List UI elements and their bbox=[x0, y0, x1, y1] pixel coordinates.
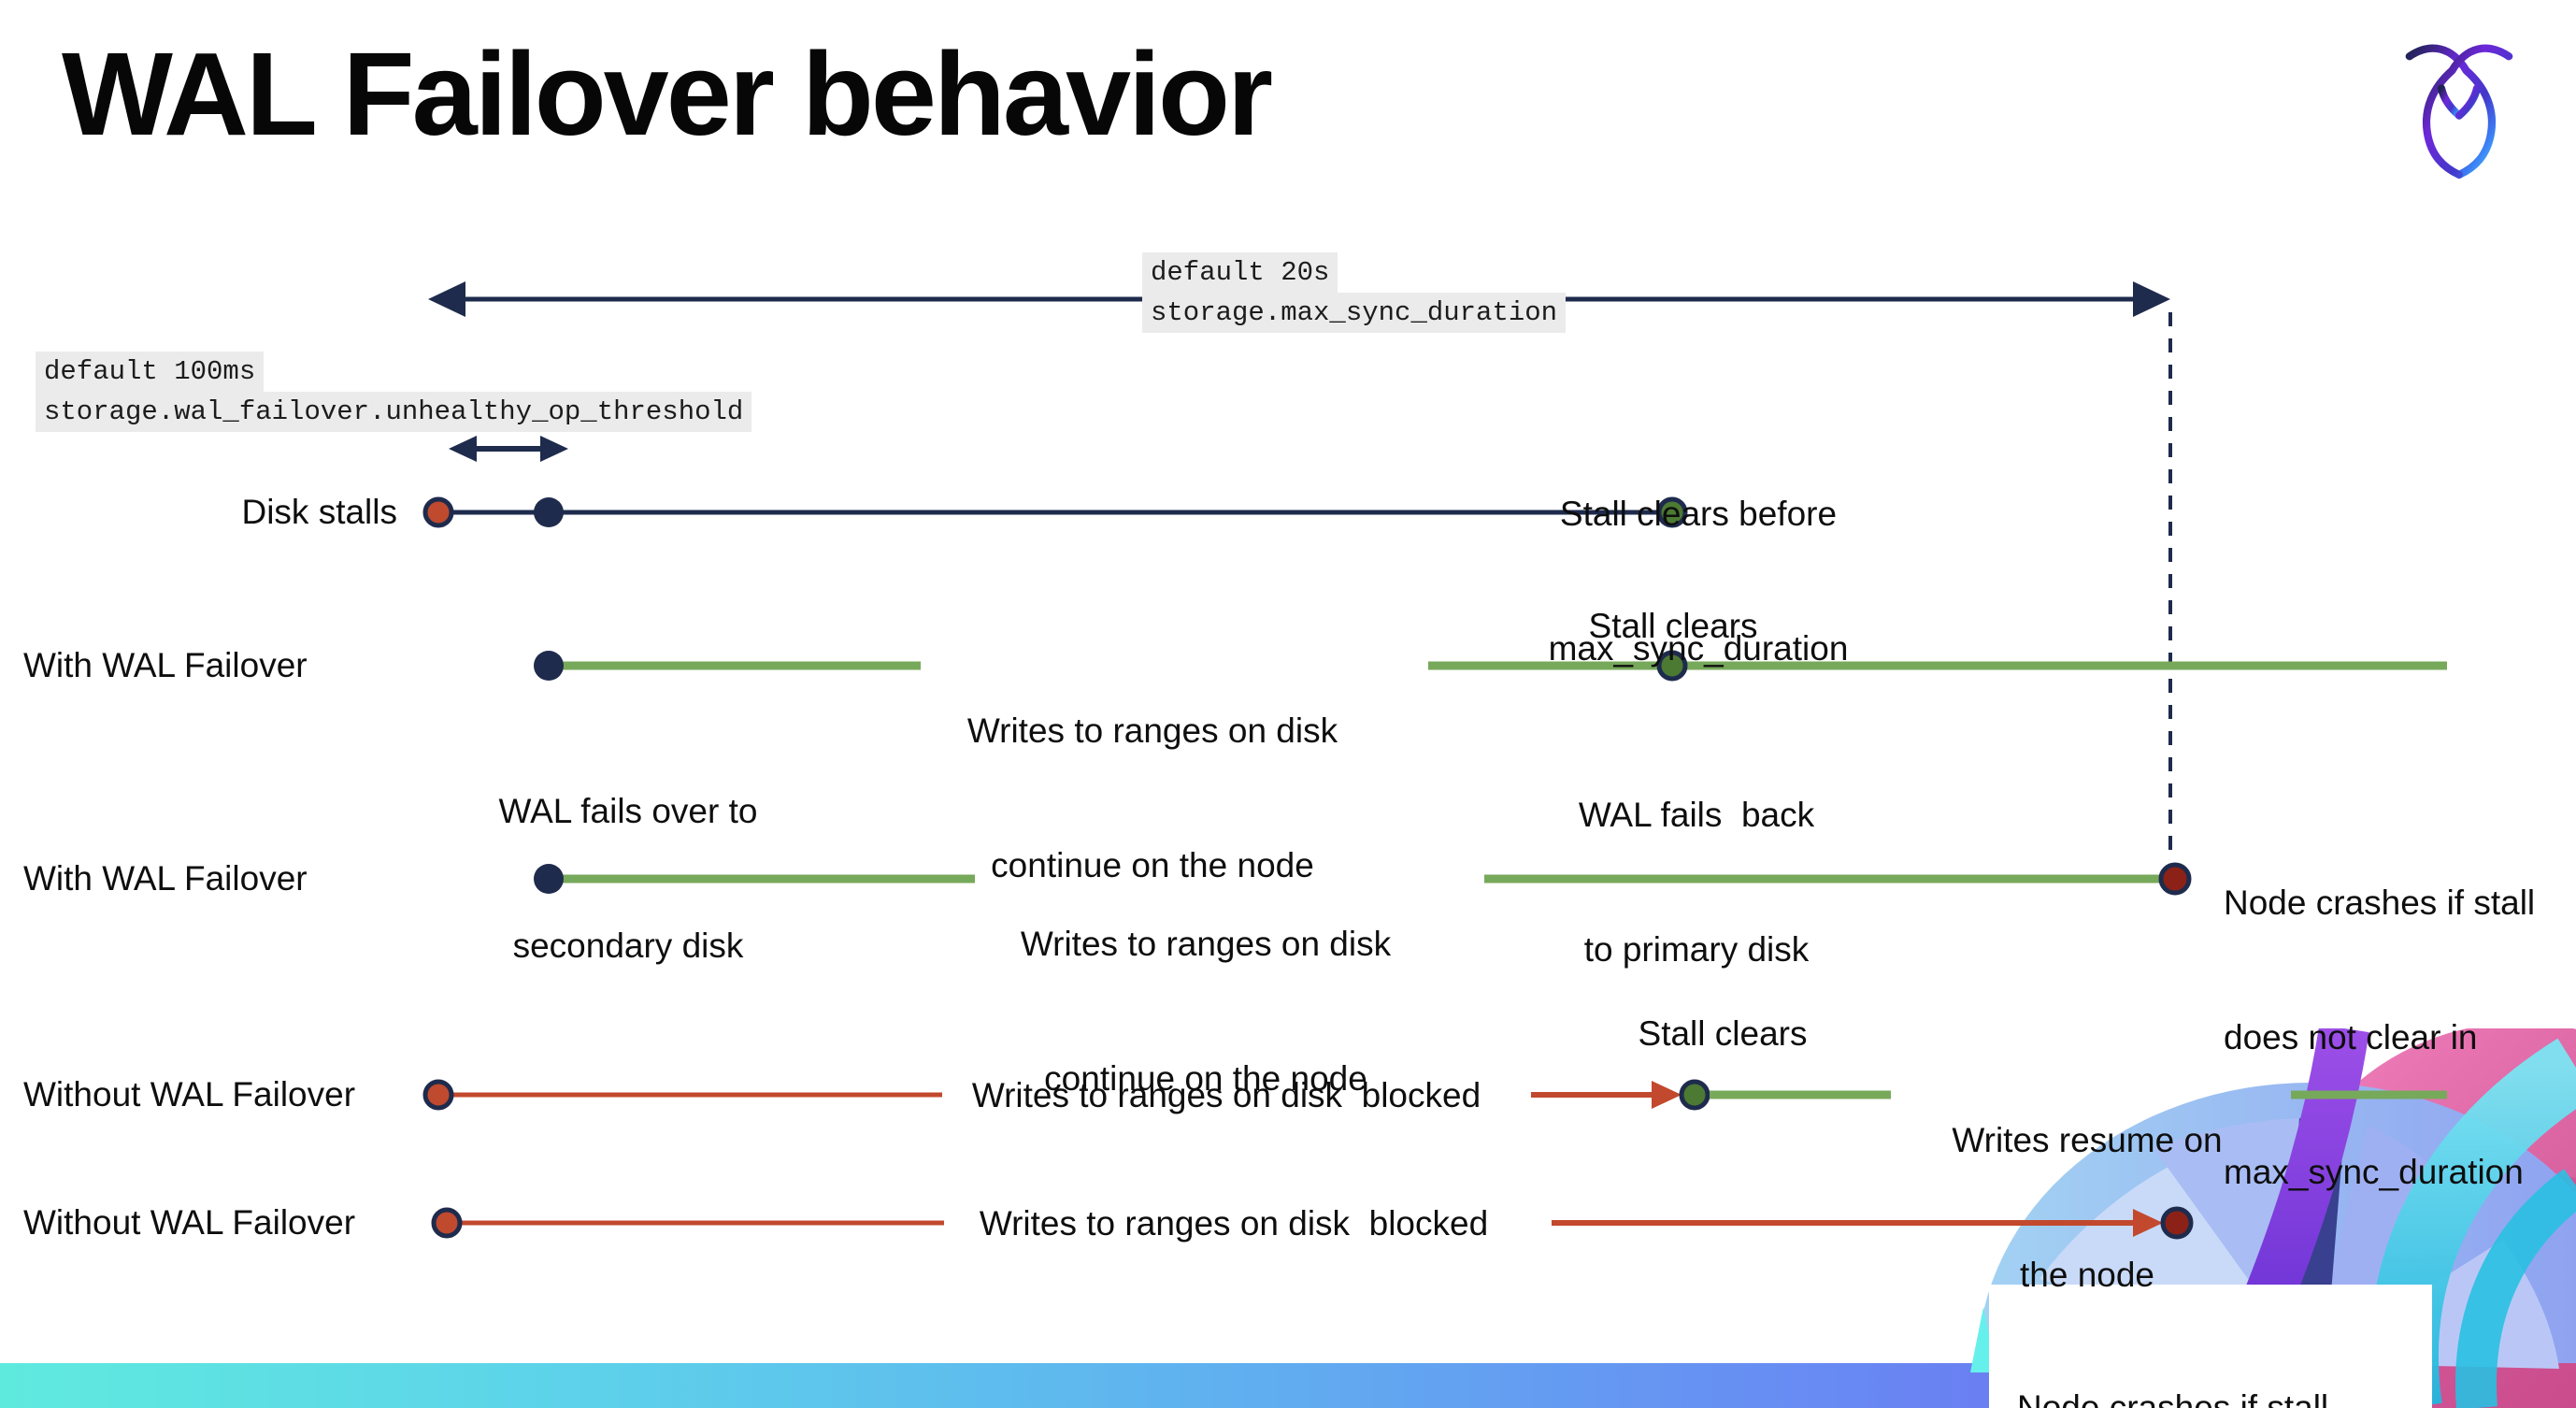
annotation-node-crashes-row5: Node crashes if stall does not clear in … bbox=[2017, 1296, 2410, 1408]
annotation-line: continue on the node bbox=[1044, 1059, 1367, 1098]
row4-stall-clears-dot bbox=[1679, 1079, 1710, 1111]
annotation-line: continue on the node bbox=[991, 846, 1314, 884]
config-setting-name: storage.max_sync_duration bbox=[1142, 293, 1567, 333]
row2-stall-clears-dot bbox=[1656, 650, 1688, 682]
config-default-value: default 20s bbox=[1142, 252, 1338, 293]
arrowhead-left-icon bbox=[449, 436, 477, 462]
arrowhead-right-icon bbox=[2133, 1209, 2163, 1237]
artwork-cyan-arc bbox=[2455, 1169, 2576, 1408]
arrowhead-right-icon bbox=[2133, 281, 2170, 317]
row1-threshold-dot bbox=[534, 497, 564, 527]
annotation-line: Node crashes if stall bbox=[2017, 1388, 2329, 1408]
row1-stall-start-dot bbox=[422, 496, 454, 528]
annotation-writes-continue-row3: Writes to ranges on disk continue on the… bbox=[1000, 832, 1411, 1191]
annotation-line: Stall clears before bbox=[1559, 495, 1838, 533]
annotation-line: Writes to ranges on disk bbox=[1020, 925, 1392, 963]
annotation-wal-fails-over: WAL fails over to secondary disk bbox=[422, 699, 834, 1058]
row3-failover-dot bbox=[534, 864, 564, 894]
annotation-stall-clears-row2: Stall clears bbox=[1588, 607, 1758, 645]
config-label-unhealthy-op-threshold: default 100ms storage.wal_failover.unhea… bbox=[36, 352, 752, 432]
config-default-value: default 100ms bbox=[36, 352, 265, 392]
row-label-without-wal-failover-1: Without WAL Failover bbox=[23, 1075, 356, 1113]
annotation-writes-blocked-row4: Writes to ranges on disk blocked bbox=[971, 1076, 1481, 1114]
config-label-max-sync-duration: default 20s storage.max_sync_duration bbox=[1142, 252, 1567, 333]
annotation-line: WAL fails over to bbox=[498, 792, 758, 830]
annotation-writes-blocked-row5: Writes to ranges on disk blocked bbox=[979, 1204, 1489, 1243]
annotation-line: the node bbox=[2019, 1256, 2155, 1294]
row3-node-crash-dot bbox=[2158, 862, 2192, 896]
annotation-line: max_sync_duration bbox=[1548, 629, 1849, 668]
row-label-with-wal-failover-2: With WAL Failover bbox=[23, 859, 308, 898]
row-label-with-wal-failover-1: With WAL Failover bbox=[23, 646, 308, 684]
annotation-line: WAL fails back bbox=[1578, 796, 1815, 834]
row2-failover-dot bbox=[534, 651, 564, 681]
annotation-line: does not clear in bbox=[2224, 1018, 2478, 1056]
annotation-line: Writes resume on bbox=[1952, 1121, 2223, 1159]
annotation-wal-fails-back: WAL fails back to primary disk bbox=[1510, 703, 1883, 1062]
row1-stall-clears-dot bbox=[1656, 496, 1688, 528]
arrowhead-right-icon bbox=[540, 436, 568, 462]
row5-stall-start-dot bbox=[431, 1207, 463, 1239]
row5-node-crash-dot bbox=[2160, 1206, 2194, 1240]
annotation-stall-clears-row4: Stall clears bbox=[1638, 1014, 1808, 1053]
callout-box bbox=[1989, 1285, 2432, 1408]
annotation-node-crashes-row3: Node crashes if stall does not clear in … bbox=[2224, 791, 2576, 1285]
annotation-line: max_sync_duration bbox=[2224, 1153, 2524, 1191]
page-title: WAL Failover behavior bbox=[62, 28, 1273, 160]
cockroachdb-logo-icon bbox=[2405, 44, 2513, 180]
annotation-line: to primary disk bbox=[1583, 930, 1810, 969]
annotation-line: secondary disk bbox=[512, 927, 744, 965]
annotation-line: Node crashes if stall bbox=[2224, 884, 2536, 922]
annotation-stall-clears-before: Stall clears before max_sync_duration bbox=[1493, 402, 1904, 761]
row-label-disk-stalls: Disk stalls bbox=[241, 493, 397, 531]
row4-stall-start-dot bbox=[422, 1079, 454, 1111]
config-setting-name: storage.wal_failover.unhealthy_op_thresh… bbox=[36, 392, 752, 432]
arrowhead-right-icon bbox=[1652, 1081, 1682, 1109]
annotation-line: Writes to ranges on disk bbox=[966, 711, 1338, 750]
annotation-writes-resume: Writes resume on the node bbox=[1900, 1028, 2274, 1387]
row-label-without-wal-failover-2: Without WAL Failover bbox=[23, 1203, 356, 1242]
arrowhead-left-icon bbox=[428, 281, 465, 317]
annotation-writes-continue-row2: Writes to ranges on disk continue on the… bbox=[947, 619, 1358, 978]
